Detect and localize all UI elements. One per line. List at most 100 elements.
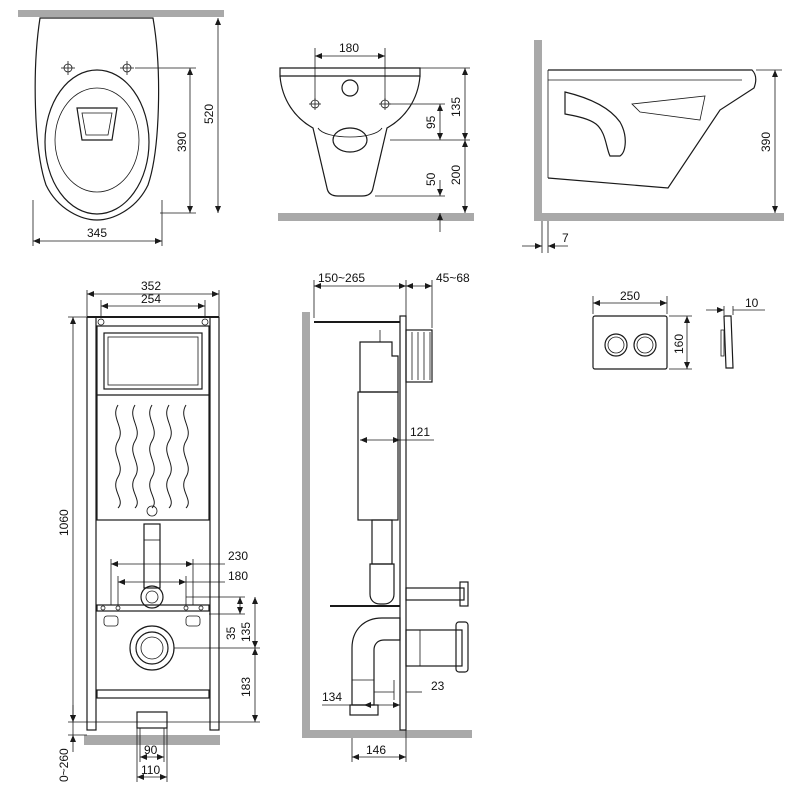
dim-frame-outer-width-label: 352 [141,279,161,293]
bowl-body-front [279,75,421,197]
dim-bowl-width: 345 [32,200,163,246]
bowl-side-view: 390 7 [522,40,784,253]
frame-front-view: 352 254 1060 0~260 230 [57,279,260,782]
dim-front-hole-offset: 95 [390,103,445,140]
dim-side-plate-depth-label: 45~68 [436,271,470,285]
cistern-fixing-point [146,505,158,517]
dim-bowl-depth: 520 [202,18,221,213]
waste-connector [405,629,463,667]
dim-front-bottom: 50 [375,172,445,232]
dim-front-hole-offset-label: 95 [424,115,438,129]
dim-frame-stud-height-label: 35 [224,626,238,640]
dim-plate-width-label: 250 [620,289,640,303]
dim-side-gap-label: 7 [562,231,569,245]
dim-front-upper-label: 135 [449,97,463,117]
wall-hatch [18,10,224,17]
dim-side-gap: 7 [522,221,569,253]
dim-side-height: 390 [756,69,782,213]
dim-plate-height: 160 [669,315,692,370]
bowl-top-view: 345 390 520 [18,10,224,246]
flush-button-small [633,333,657,357]
dim-side-outlet-offset-label: 134 [322,690,342,704]
dim-frame-foot-outer-label: 110 [141,763,160,777]
flush-plate-front: 250 160 [592,289,692,370]
stud-bracket [96,604,210,612]
bowl-side-outline [547,69,757,189]
dim-front-upper: 135 [390,67,470,141]
dim-frame-inner-width-label: 254 [141,292,161,306]
dim-frame-height-label: 1060 [57,509,71,536]
dim-frame-stud-height: 35 [174,596,260,649]
bowl-front-view: 180 135 95 200 50 [278,41,474,232]
bowl-trap [564,91,626,157]
dim-frame-height: 1060 [57,316,87,723]
flush-pipe-side [371,519,393,565]
dim-frame-foot-outer: 110 [136,728,168,782]
waste-bend [351,617,401,706]
flush-inlet [341,79,359,97]
dim-frame-outlet-height-label: 183 [239,677,253,697]
service-opening [103,332,203,390]
dim-plate-thickness: 10 [706,296,765,315]
dim-frame-stud-offset: 135 [239,597,258,648]
dim-frame-stud-outer-label: 230 [228,549,248,563]
cistern-wave-pattern [115,404,189,509]
plate-mount-bellows [405,329,433,383]
flush-plate-side: 10 [706,296,765,369]
dim-frame-outer-width: 352 [86,279,220,316]
frame-post-side [399,315,407,731]
dim-side-foot-depth-label: 146 [366,743,386,757]
dim-bowl-width-label: 345 [87,226,107,240]
dim-front-hole-spacing-label: 180 [339,41,359,55]
dim-front-bottom-label: 50 [424,172,438,186]
dim-plate-height-label: 160 [672,334,686,354]
frame-side-floor-hatch [302,730,472,738]
dim-bowl-depth-label: 520 [202,104,216,124]
floor-outlet-side [349,704,379,716]
frame-wall-hatch [302,312,310,738]
bowl-rim-front [279,67,421,77]
dim-hole-depth: 390 [135,67,196,214]
frame-side-view: 150~265 45~68 121 134 23 146 [302,271,472,762]
dim-side-cistern-depth-label: 121 [410,425,430,439]
mount-hole-right [120,61,134,75]
dim-side-wall-distance: 150~265 [313,271,407,318]
dim-side-wall-distance-label: 150~265 [318,271,365,285]
frame-post-right [209,316,220,731]
dim-frame-stud-inner: 180 [117,569,248,605]
dim-frame-inner-width: 254 [100,292,206,318]
flush-button-large [604,333,628,357]
flush-pipe [143,523,161,589]
flush-connector [405,587,465,601]
dim-frame-leg-adjust: 0~260 [57,705,87,782]
floor-outlet [136,711,168,729]
dim-frame-outlet-height: 183 [219,648,260,723]
dim-front-hole-spacing: 180 [314,41,386,100]
flush-pipe-outlet [140,585,164,609]
bowl-inner [54,87,140,193]
flush-opening [76,107,118,141]
bowl-rim [44,69,150,215]
cistern-body [96,325,210,521]
dim-front-lower-label: 200 [449,165,463,185]
frame-floor-hatch [84,735,220,745]
dim-side-outlet-offset: 134 [322,690,400,708]
dim-side-outlet-gap: 23 [374,679,445,700]
dim-plate-width: 250 [592,289,668,314]
dim-frame-foot-inner: 90 [139,728,165,762]
waste-outlet [332,127,368,153]
dim-frame-leg-adjust-label: 0~260 [57,748,71,782]
wall-hatch-side [534,40,542,220]
floor-hatch-side [534,213,784,221]
flush-plate-profile [723,315,734,369]
flush-plate-body [592,315,668,370]
floor-hatch [278,213,474,221]
cistern-side [357,391,399,521]
dim-front-lower: 200 [449,140,468,213]
dim-hole-depth-label: 390 [175,132,189,152]
dim-frame-stud-outer: 230 [110,549,248,605]
cistern-valve [359,341,399,393]
bowl-outline [34,17,160,221]
dim-side-foot-depth: 146 [351,730,407,762]
